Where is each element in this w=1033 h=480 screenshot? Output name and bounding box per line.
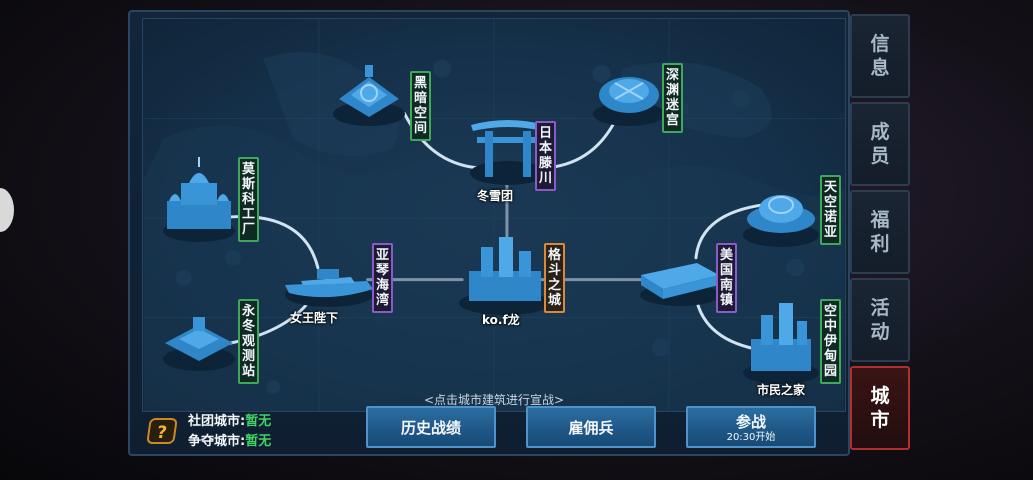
occupant-sky-eden: 市民之家 (757, 383, 806, 397)
mercenary-button[interactable]: 雇佣兵 (526, 406, 656, 448)
tab-activity[interactable]: 活动 (850, 278, 910, 362)
tab-members-label: 成员 (870, 121, 890, 167)
join-battle-label: 参战 (735, 413, 766, 431)
back-handle[interactable] (0, 188, 14, 232)
dark-space-building[interactable] (329, 59, 409, 129)
join-battle-button[interactable]: 参战 20:30开始 (686, 406, 816, 448)
contest-city-value: 暂无 (245, 434, 272, 449)
occupant-fight-city: ko.f龙 (482, 313, 520, 327)
label-sky-noah[interactable]: 天空诺亚 (820, 175, 841, 245)
join-battle-time: 20:30开始 (726, 432, 776, 443)
abyss-maze-building[interactable] (589, 59, 669, 129)
torii-gate-building[interactable] (463, 111, 553, 191)
contest-city-label: 争夺城市: (188, 434, 246, 449)
label-us-south-town[interactable]: 美国南镇 (716, 243, 737, 313)
question-icon[interactable]: ? (146, 418, 178, 444)
tab-city-label: 城市 (870, 385, 890, 431)
contest-city-status: 争夺城市:暂无 (188, 430, 271, 449)
mercenary-label: 雇佣兵 (568, 418, 614, 437)
declare-war-hint: <点击城市建筑进行宣战> (423, 393, 565, 407)
tab-welfare-label: 福利 (870, 209, 890, 255)
tab-info[interactable]: 信息 (850, 14, 910, 98)
club-city-value: 暂无 (245, 414, 272, 429)
tab-city[interactable]: 城市 (850, 366, 910, 450)
club-city-label: 社团城市: (188, 414, 246, 429)
sky-eden-building[interactable] (739, 299, 823, 387)
queen-yacht-building[interactable] (281, 251, 377, 311)
club-city-status: 社团城市:暂无 (188, 410, 271, 429)
label-moscow-factory[interactable]: 莫斯科工厂 (238, 157, 259, 242)
winter-observatory-building[interactable] (159, 309, 239, 373)
tab-activity-label: 活动 (870, 297, 890, 343)
kof-fight-city-building[interactable] (455, 231, 555, 317)
label-winter-observatory[interactable]: 永冬观测站 (238, 299, 259, 384)
history-record-label: 历史战绩 (400, 418, 461, 437)
city-map: 黑暗空间 深渊迷宫 日本滕川 莫斯科工厂 亚琴海湾 格斗之城 永冬观测站 天空诺… (142, 18, 846, 412)
moscow-factory-building[interactable] (159, 157, 239, 243)
city-war-panel: 黑暗空间 深渊迷宫 日本滕川 莫斯科工厂 亚琴海湾 格斗之城 永冬观测站 天空诺… (128, 10, 850, 456)
label-dark-space[interactable]: 黑暗空间 (410, 71, 431, 141)
history-record-button[interactable]: 历史战绩 (366, 406, 496, 448)
tab-welfare[interactable]: 福利 (850, 190, 910, 274)
map-background (143, 19, 845, 411)
label-abyss-maze[interactable]: 深渊迷宫 (662, 63, 683, 133)
occupant-aegean-bay: 女王陛下 (290, 311, 339, 325)
label-fight-city[interactable]: 格斗之城 (544, 243, 565, 313)
us-south-town-building[interactable] (637, 245, 723, 309)
tab-info-label: 信息 (870, 33, 890, 79)
label-japan-fujikawa[interactable]: 日本滕川 (535, 121, 556, 191)
sky-noah-building[interactable] (739, 179, 823, 249)
label-sky-eden[interactable]: 空中伊甸园 (820, 299, 841, 384)
occupant-japan-fujikawa: 冬雪团 (477, 189, 514, 203)
tab-members[interactable]: 成员 (850, 102, 910, 186)
label-aegean-bay[interactable]: 亚琴海湾 (372, 243, 393, 313)
